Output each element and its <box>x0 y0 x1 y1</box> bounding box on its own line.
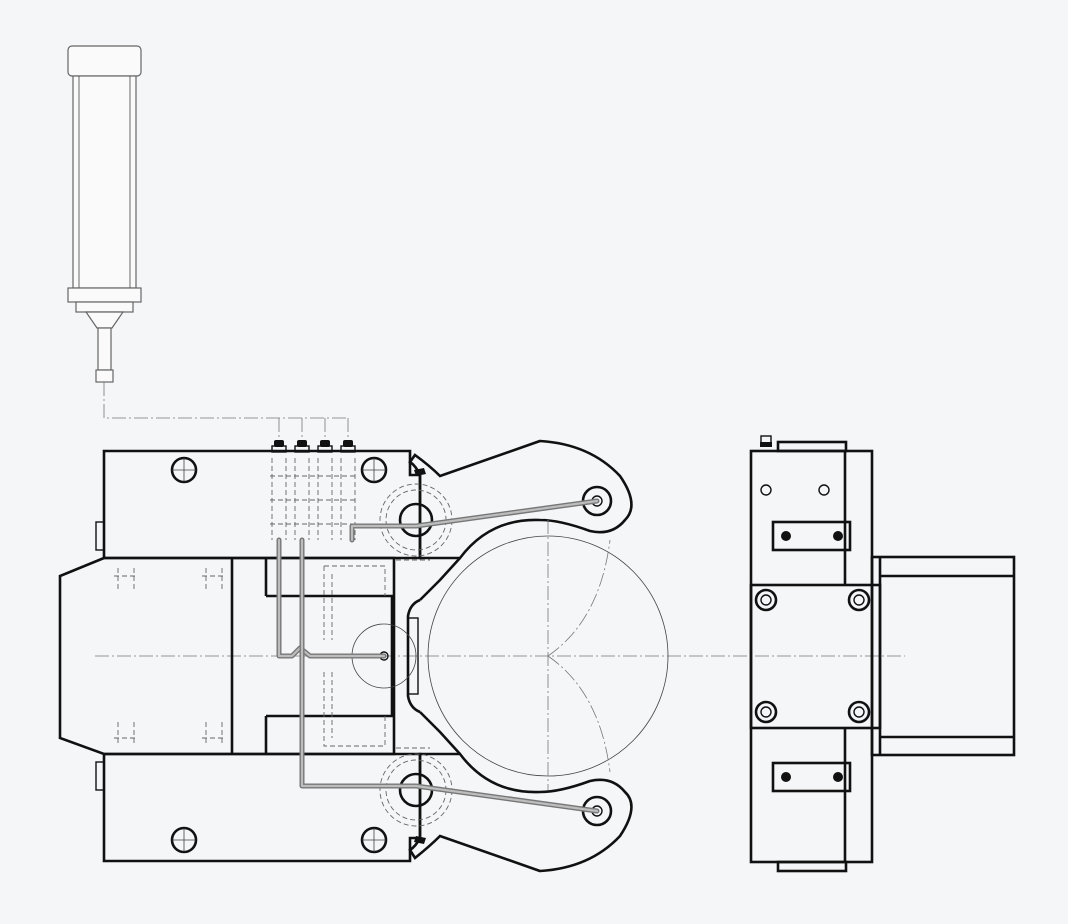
hydraulic-cylinder <box>67 45 142 383</box>
valve-manifold <box>270 440 357 540</box>
upper-housing <box>95 449 422 560</box>
brake-disc <box>427 520 669 790</box>
middle-housing <box>58 556 430 756</box>
hose-line <box>103 382 349 440</box>
pressure-tubes <box>276 498 600 814</box>
front-view <box>58 439 905 873</box>
side-view <box>749 435 1016 873</box>
lower-housing <box>95 752 422 863</box>
